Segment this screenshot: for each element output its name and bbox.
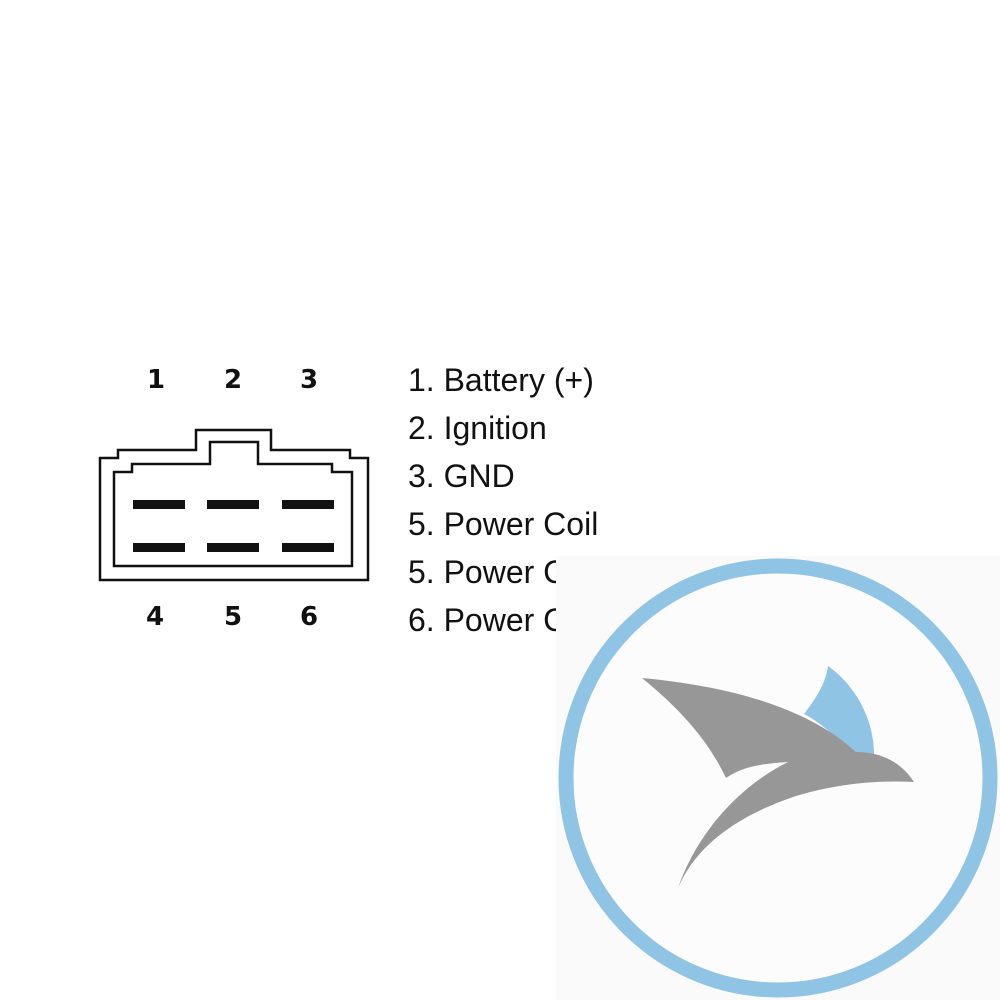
pin-number-6: 6 [299, 602, 319, 632]
legend-item-1: 1. Battery (+) [408, 362, 594, 398]
connector-housing [98, 428, 370, 582]
legend-item-3: 3. GND [408, 458, 515, 494]
pin-number-3: 3 [299, 365, 319, 395]
legend-item-4: 5. Power Coil [408, 506, 599, 542]
legend-item-2: 2. Ignition [408, 410, 547, 446]
terminal-slot-2 [207, 500, 259, 509]
logo-wing-accent [804, 666, 875, 761]
pin-number-1: 1 [146, 365, 166, 395]
connector-inner-outline [112, 440, 354, 568]
pin-number-4: 4 [145, 602, 165, 632]
terminal-slot-5 [207, 543, 259, 552]
logo-badge [556, 556, 1000, 1000]
terminal-slot-4 [133, 543, 185, 552]
connector-outer-outline [98, 428, 370, 582]
logo-bird-body [642, 678, 914, 888]
terminal-slot-6 [282, 543, 334, 552]
terminal-slot-3 [282, 500, 334, 509]
pin-number-2: 2 [223, 365, 243, 395]
terminal-slot-1 [133, 500, 185, 509]
bird-logo-icon [558, 558, 998, 998]
pin-number-5: 5 [223, 602, 243, 632]
